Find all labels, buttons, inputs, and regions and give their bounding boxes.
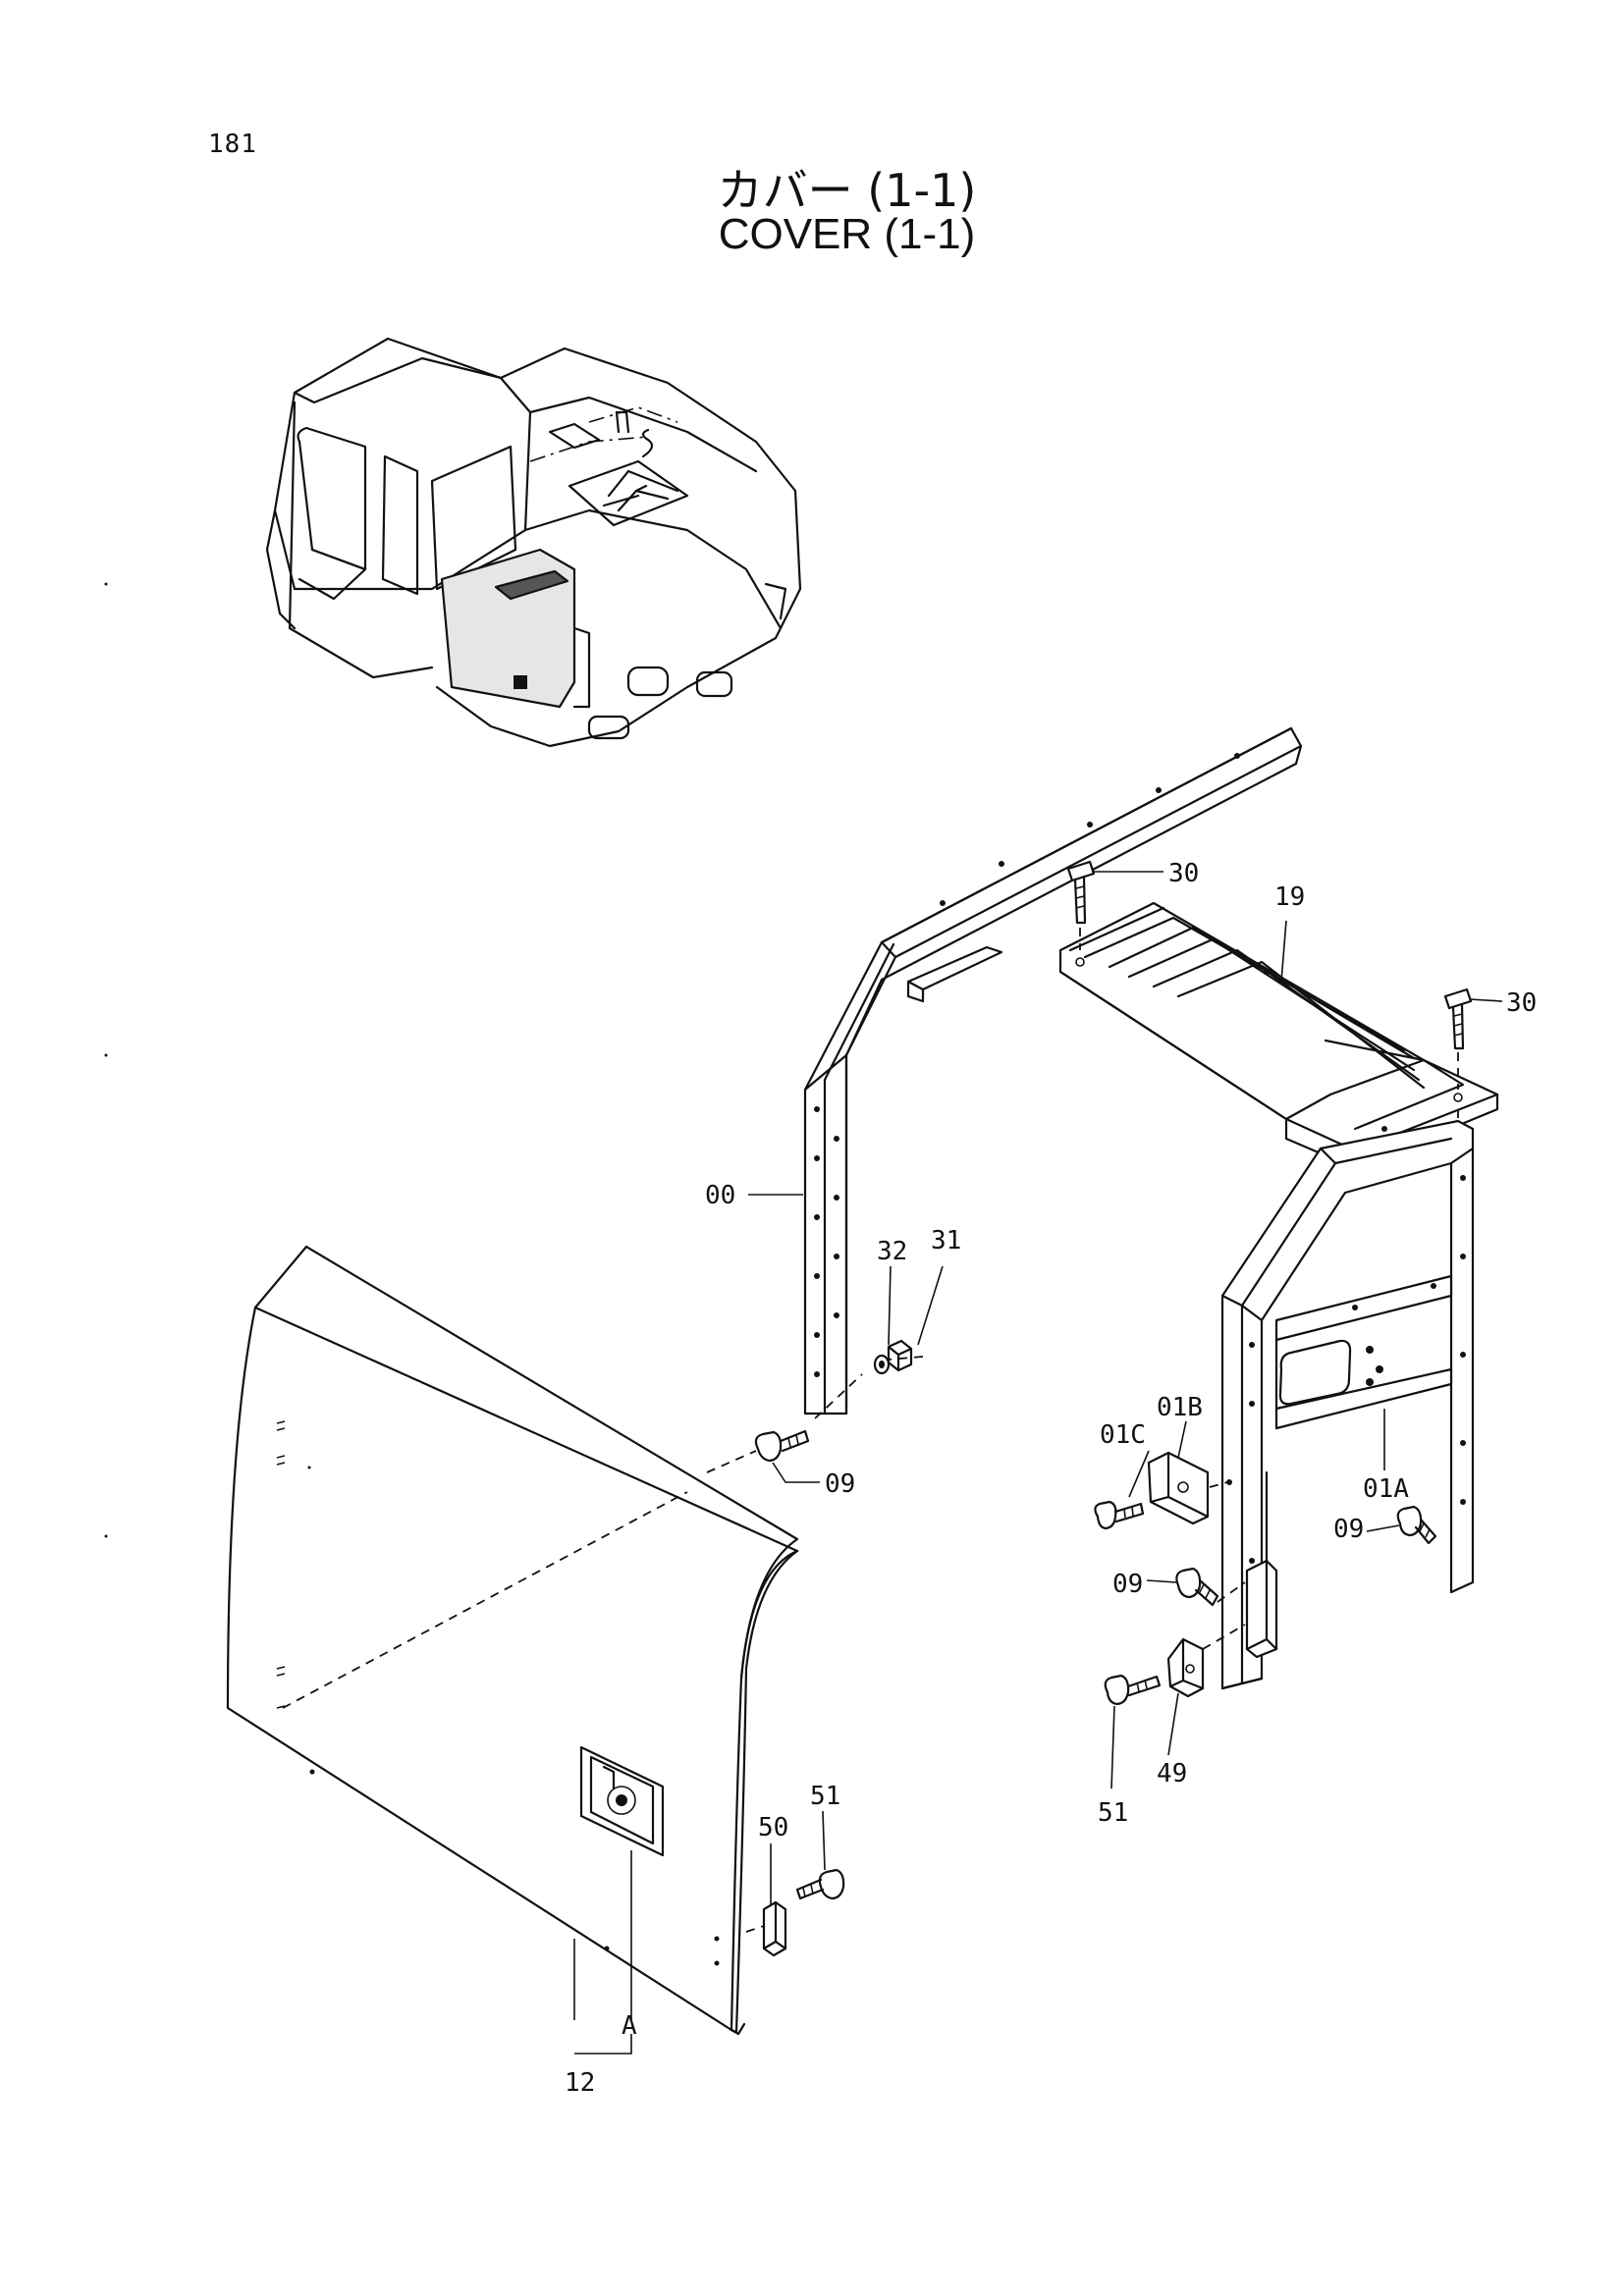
- leader-lines: [573, 871, 1503, 2055]
- bolt-30-b: [1443, 988, 1473, 1121]
- callout-09-frame: 09: [825, 1469, 855, 1499]
- callout-09-right: 09: [1333, 1515, 1364, 1544]
- callout-30-top: 30: [1168, 859, 1199, 888]
- callout-01A: 01A: [1363, 1474, 1409, 1504]
- striker-50: [745, 1900, 787, 1957]
- bolt-30-a: [1066, 860, 1096, 950]
- title-japanese: カバー (1-1): [717, 164, 977, 217]
- washer-32: [873, 1354, 891, 1375]
- bolt-09-frame: [754, 1429, 810, 1463]
- scan-specks: [104, 582, 311, 1538]
- frame-00: [803, 726, 1303, 1415]
- bolt-51-right: [1104, 1674, 1162, 1706]
- callout-12: 12: [565, 2068, 595, 2098]
- callout-50: 50: [758, 1813, 788, 1842]
- bolt-09-right-frame: [1396, 1505, 1437, 1545]
- assembly-line-frame: [706, 1356, 924, 1473]
- callout-31: 31: [931, 1226, 961, 1255]
- step-19: [1058, 901, 1499, 1170]
- callout-49: 49: [1157, 1759, 1187, 1789]
- cover-12: [226, 1245, 799, 2036]
- title-english: COVER (1-1): [718, 210, 976, 258]
- bolt-51-cover: [795, 1868, 845, 1900]
- lower-bracket: [1245, 1559, 1278, 1659]
- nut-31: [887, 1339, 913, 1372]
- callout-19: 19: [1274, 882, 1305, 912]
- bracket-49: [1166, 1624, 1246, 1698]
- callout-A: A: [622, 2011, 637, 2041]
- frame-01A: [1220, 1119, 1475, 1690]
- callout-32: 32: [877, 1237, 907, 1266]
- excavator-overview: [265, 337, 802, 748]
- callout-01B: 01B: [1157, 1393, 1203, 1422]
- bracket-01B: [1147, 1451, 1232, 1525]
- callout-51-cover: 51: [810, 1782, 840, 1811]
- callout-00: 00: [705, 1181, 735, 1210]
- bolt-01C: [1094, 1500, 1145, 1530]
- callout-01C: 01C: [1100, 1420, 1146, 1450]
- callout-09-lower: 09: [1112, 1570, 1143, 1599]
- page-number: 181: [208, 130, 257, 159]
- bolt-09-right-mid: [1175, 1567, 1246, 1607]
- callout-30-right: 30: [1506, 988, 1537, 1018]
- callout-51-right: 51: [1098, 1798, 1128, 1828]
